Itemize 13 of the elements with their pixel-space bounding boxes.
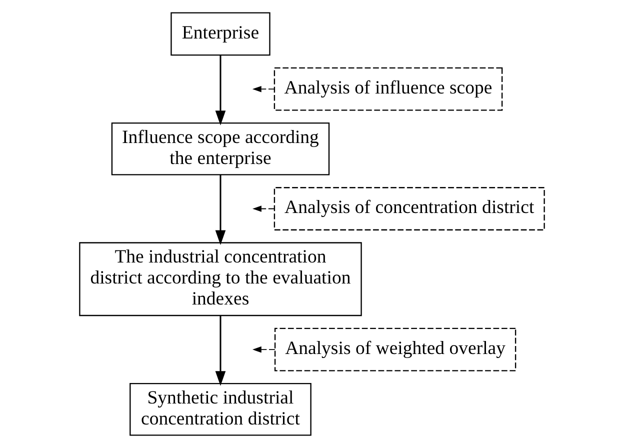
node-box: Analysis of weighted overlay <box>274 328 516 372</box>
node-box: Influence scope according the enterprise <box>111 122 330 176</box>
node-box: Analysis of concentration district <box>274 187 545 230</box>
arrow <box>252 346 276 353</box>
arrow <box>252 206 275 212</box>
node-box: The industrial concentration district according to the evaluation indexes <box>79 242 362 316</box>
arrow <box>252 86 275 92</box>
arrow <box>215 316 226 386</box>
node-box: Enterprise <box>170 12 270 56</box>
node-box: Analysis of influence scope <box>274 67 503 111</box>
arrow <box>215 174 226 246</box>
arrow <box>215 55 226 126</box>
node-box: Synthetic industrial concentration district <box>130 382 312 436</box>
